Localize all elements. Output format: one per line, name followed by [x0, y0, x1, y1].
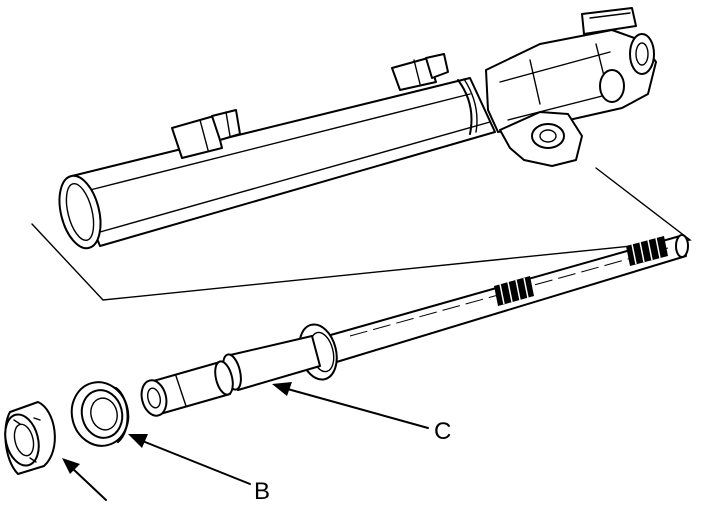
rack-housing: [31, 7, 692, 301]
fluid-line-fitting-right: [391, 53, 449, 91]
housing-band: [457, 79, 473, 135]
rack-teeth-cluster-left: [494, 276, 534, 306]
bushing-a: [4, 401, 56, 475]
housing-band-2: [463, 78, 478, 133]
seal-b: [70, 381, 130, 447]
rack-shaft-broken-end: [140, 360, 234, 417]
rack-teeth-line: [349, 247, 669, 337]
reference-plane-outline: [31, 167, 692, 301]
callout-label-c: C: [434, 418, 452, 445]
gearbox-housing: [485, 7, 657, 133]
housing-tube-highlight: [89, 93, 471, 191]
mounting-bracket: [499, 111, 583, 167]
housing-tube-end: [58, 174, 102, 250]
leader-a: [62, 458, 107, 501]
leader-c: [272, 382, 429, 429]
rack-shaft: [140, 234, 689, 417]
rack-teeth-cluster-right: [626, 236, 668, 266]
fluid-line-fitting-left: [171, 109, 241, 159]
rack-shaft-end: [675, 234, 689, 258]
leader-b: [128, 434, 251, 485]
housing-tube-end-inner: [65, 183, 95, 241]
callout-label-b: B: [254, 478, 271, 505]
housing-tube-underline: [99, 121, 491, 233]
